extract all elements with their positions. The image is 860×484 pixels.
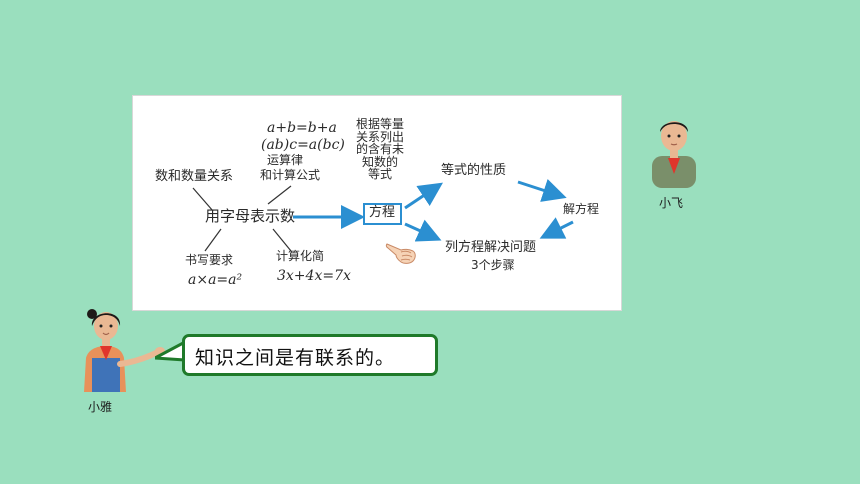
- node-jie-fangcheng: 解方程: [563, 202, 600, 216]
- arrow-fangcheng-to-xingzhi: [404, 182, 443, 210]
- node-center: 用字母表示数: [205, 207, 296, 225]
- node-jisuan-huajian: 计算化简: [276, 249, 325, 263]
- node-fangcheng: 方程: [369, 205, 396, 220]
- node-yunsuanlv: 运算律: [267, 153, 304, 167]
- formula-huajian: 3x+4x=7x: [277, 268, 351, 284]
- node-fangcheng-box: 方程: [363, 203, 402, 225]
- line-center-to-shuxie: [204, 228, 222, 252]
- node-shu-he-shuliang: 数和数量关系: [155, 169, 234, 184]
- node-jisuan-gongshi: 和计算公式: [260, 168, 321, 182]
- formula-shuxie: a×a=a²: [188, 272, 243, 288]
- node-genju: 根据等量 关系列出 的含有未 知数的 等式: [355, 117, 404, 182]
- speech-bubble: 知识之间是有联系的。: [182, 334, 438, 376]
- concept-map-board: a+b=b+a (ab)c=a(bc) 运算律 和计算公式 数和数量关系 用字母…: [132, 95, 622, 311]
- speech-text: 知识之间是有联系的。: [195, 347, 396, 369]
- node-shuxie: 书写要求: [185, 253, 234, 267]
- node-liefangcheng: 列方程解决问题: [445, 240, 537, 255]
- line-center-to-huajian: [272, 228, 292, 252]
- node-dengshi-xingzhi: 等式的性质: [441, 163, 507, 178]
- boy-avatar: [652, 121, 696, 188]
- arrow-xingzhi-to-jiefangcheng: [517, 179, 567, 202]
- line-center-to-shuliang: [192, 187, 214, 212]
- girl-avatar: [84, 309, 165, 392]
- boy-name: 小飞: [659, 196, 684, 210]
- formula-commutative: a+b=b+a: [267, 120, 337, 136]
- node-san-ge-buzhou: 3个步骤: [471, 258, 515, 272]
- concept-map-connectors: [192, 179, 574, 252]
- line-center-to-yunsuanlv: [267, 185, 292, 205]
- arrow-jiefangcheng-to-liefangcheng: [539, 217, 574, 239]
- arrow-fangcheng-to-liefangcheng: [404, 219, 442, 242]
- girl-name: 小雅: [88, 400, 113, 414]
- formula-associative: (ab)c=a(bc): [261, 137, 345, 153]
- pointing-hand-icon: [385, 243, 416, 264]
